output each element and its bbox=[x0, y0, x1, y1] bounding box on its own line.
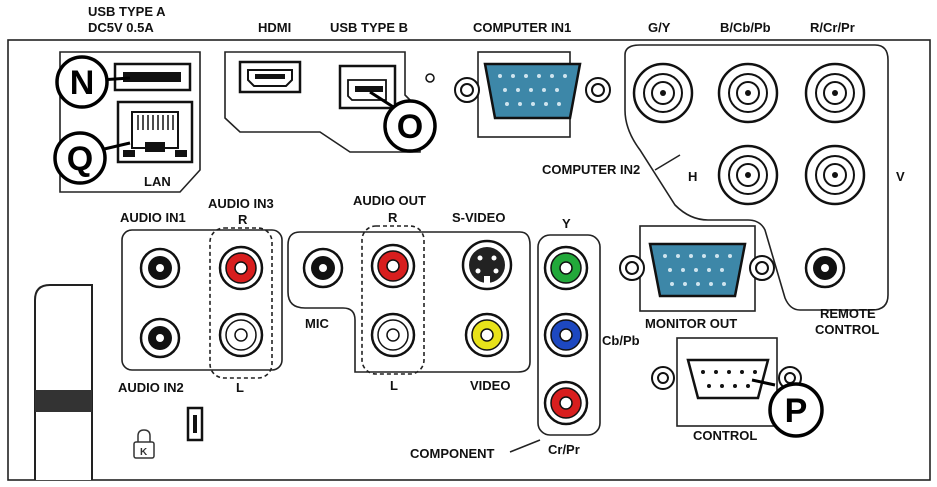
label-monitor-out: MONITOR OUT bbox=[645, 316, 737, 331]
label-rcrpr: R/Cr/Pr bbox=[810, 20, 855, 35]
label-control: CONTROL bbox=[693, 428, 757, 443]
audio-in-group-outline bbox=[121, 229, 283, 371]
callout-n: N bbox=[55, 55, 131, 109]
audio-out-l-jack bbox=[370, 312, 416, 358]
security-bar-icon bbox=[34, 284, 93, 480]
bnc-rcrpr-port bbox=[804, 62, 866, 124]
label-hdmi: HDMI bbox=[258, 20, 291, 35]
label-audio-in3-l: L bbox=[236, 380, 244, 395]
svg-text:Q: Q bbox=[67, 140, 93, 178]
kensington-lock-icon: K bbox=[133, 429, 155, 459]
label-svideo: S-VIDEO bbox=[452, 210, 505, 225]
callout-q: Q bbox=[53, 131, 131, 185]
audio-out-r-jack bbox=[370, 243, 416, 289]
remote-control-jack bbox=[804, 247, 846, 289]
label-cbpb: Cb/Pb bbox=[602, 333, 640, 348]
monitor-out-port bbox=[619, 225, 775, 312]
label-remote: REMOTE bbox=[820, 306, 876, 321]
svg-text:P: P bbox=[785, 392, 808, 430]
label-audio-in1: AUDIO IN1 bbox=[120, 210, 186, 225]
control-port bbox=[651, 337, 802, 427]
kensington-slot bbox=[186, 406, 204, 442]
hdmi-port bbox=[238, 60, 302, 94]
component-y-jack bbox=[543, 245, 589, 291]
av-group-outline bbox=[287, 231, 531, 373]
label-audio-in3-r: R bbox=[238, 212, 248, 227]
label-video: VIDEO bbox=[470, 378, 510, 393]
audio-out-dashed-group bbox=[361, 225, 425, 375]
hdmi-usb-group-outline bbox=[224, 51, 421, 153]
component-crpr-jack bbox=[543, 380, 589, 426]
callout-o: O bbox=[369, 90, 437, 153]
component-leader bbox=[509, 439, 541, 453]
component-cbpb-jack bbox=[543, 312, 589, 358]
bnc-gy-port bbox=[632, 62, 694, 124]
bnc-h-port bbox=[717, 144, 779, 206]
audio-in1-jack bbox=[139, 247, 181, 289]
label-mic: MIC bbox=[305, 316, 329, 331]
component-group-outline bbox=[537, 234, 601, 436]
svg-text:O: O bbox=[397, 108, 423, 146]
svg-text:N: N bbox=[70, 64, 95, 102]
label-computer-in2: COMPUTER IN2 bbox=[542, 162, 640, 177]
mic-jack bbox=[302, 247, 344, 289]
label-usb-type-a: USB TYPE A bbox=[88, 4, 166, 19]
label-v: V bbox=[896, 169, 905, 184]
label-audio-in3: AUDIO IN3 bbox=[208, 196, 274, 211]
usb-type-a-port bbox=[113, 62, 192, 92]
label-y: Y bbox=[562, 216, 571, 231]
label-gy: G/Y bbox=[648, 20, 671, 35]
label-lan: LAN bbox=[144, 174, 171, 189]
audio-in3-r-jack bbox=[218, 245, 264, 291]
lan-port bbox=[116, 100, 194, 164]
label-bcbpb: B/Cb/Pb bbox=[720, 20, 771, 35]
svideo-jack bbox=[461, 239, 513, 291]
label-computer-in1: COMPUTER IN1 bbox=[473, 20, 571, 35]
label-remote-control: CONTROL bbox=[815, 322, 879, 337]
computer-in2-leader bbox=[654, 154, 681, 171]
panel-outline bbox=[7, 39, 931, 481]
label-h: H bbox=[688, 169, 697, 184]
computer-in2-group-outline bbox=[624, 44, 889, 311]
label-audio-out-r: R bbox=[388, 210, 398, 225]
audio-in3-l-jack bbox=[218, 312, 264, 358]
label-audio-out: AUDIO OUT bbox=[353, 193, 426, 208]
label-usb-power: DC5V 0.5A bbox=[88, 20, 154, 35]
bnc-bcbpb-port bbox=[717, 62, 779, 124]
computer-in1-port bbox=[454, 51, 611, 138]
label-usb-type-b: USB TYPE B bbox=[330, 20, 408, 35]
callout-p: P bbox=[751, 378, 824, 438]
audio-in2-jack bbox=[139, 317, 181, 359]
audio-in3-dashed-group bbox=[209, 227, 273, 379]
indicator-hole bbox=[425, 73, 435, 83]
bnc-v-port bbox=[804, 144, 866, 206]
video-jack bbox=[464, 312, 510, 358]
svg-text:K: K bbox=[140, 447, 148, 458]
label-audio-in2: AUDIO IN2 bbox=[118, 380, 184, 395]
label-crpr: Cr/Pr bbox=[548, 442, 580, 457]
label-audio-out-l: L bbox=[390, 378, 398, 393]
label-component: COMPONENT bbox=[410, 446, 495, 461]
